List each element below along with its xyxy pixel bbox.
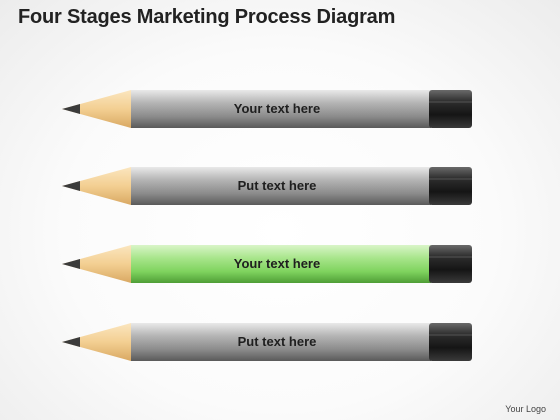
pencil-2-cap [429,167,472,205]
pencil-3 [62,245,472,283]
pencil-3-wood [62,245,131,283]
pencil-4-wood [62,323,131,361]
pencil-2-wood [62,167,131,205]
pencil-2-lead [62,181,80,191]
pencil-3-cap [429,245,472,283]
pencil-4-cap [429,323,472,361]
pencil-1-body [131,90,431,128]
pencil-1-label: Your text here [233,101,321,116]
pencil-3-lead [62,259,80,269]
pencil-4-label: Put text here [237,334,317,349]
pencil-1-lead [62,104,80,114]
pencil-1-wood [62,90,131,128]
pencil-4 [62,323,472,361]
pencil-2 [62,167,472,205]
pencil-2-body [131,167,431,205]
pencil-3-label: Your text here [233,256,321,271]
pencil-4-lead [62,337,80,347]
pencil-1 [62,90,472,128]
pencil-1-cap [429,90,472,128]
pencil-2-label: Put text here [237,178,317,193]
diagram-title: Four Stages Marketing Process Diagram [18,6,396,28]
pencil-4-body [131,323,431,361]
logo-placeholder: Your Logo [505,404,546,414]
pencil-3-body [131,245,431,283]
